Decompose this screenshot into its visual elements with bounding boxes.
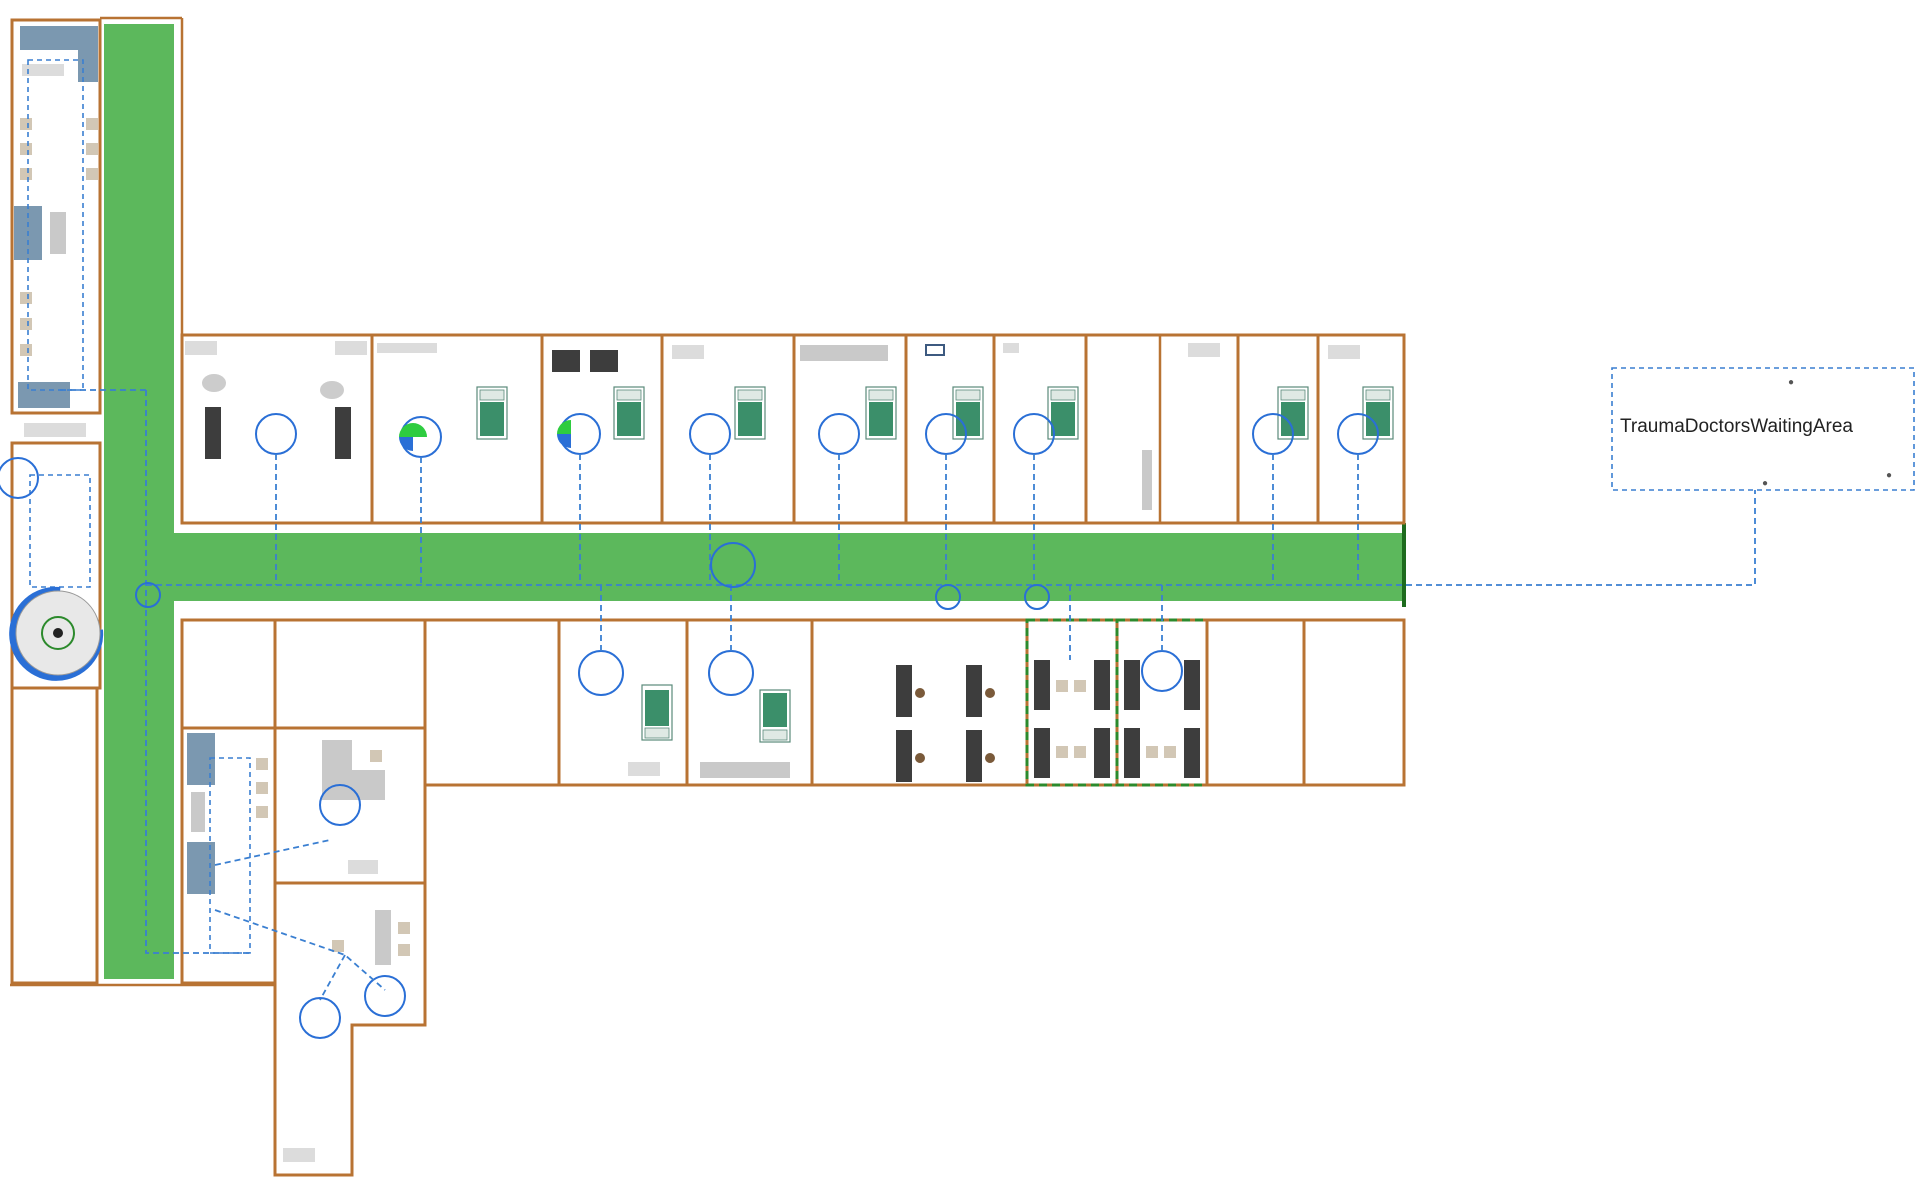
workstation-desks — [896, 665, 995, 782]
room-bottom-2[interactable] — [273, 618, 427, 730]
bed — [1362, 386, 1394, 440]
zone-left-top — [27, 59, 84, 391]
agent-icon: ● — [1762, 478, 1768, 489]
room-bottom-10[interactable] — [1302, 618, 1406, 787]
waypoint-node[interactable] — [319, 784, 361, 826]
bed — [952, 386, 984, 440]
bed — [734, 386, 766, 440]
bed — [1277, 386, 1309, 440]
room-bottom-9[interactable] — [1205, 618, 1306, 787]
vertical-corridor — [104, 24, 174, 979]
agent-icon: ● — [1788, 377, 1794, 388]
waypoint-node[interactable] — [364, 975, 406, 1017]
room-top-8[interactable] — [1084, 333, 1240, 525]
room-top-2[interactable] — [370, 333, 544, 525]
bed — [476, 386, 508, 440]
bed — [865, 386, 897, 440]
waypoint-node[interactable] — [0, 457, 39, 499]
main-corridor — [174, 533, 1404, 601]
bed — [1047, 386, 1079, 440]
room-top-4[interactable] — [660, 333, 796, 525]
bed — [641, 684, 673, 741]
top-row-rooms — [180, 333, 1406, 525]
bottom-row-rooms — [180, 618, 1406, 787]
bed — [759, 689, 791, 743]
bed — [613, 386, 645, 440]
waiting-area-label: TraumaDoctorsWaitingArea — [1620, 416, 1853, 437]
lower-left-rooms — [180, 726, 427, 1177]
room-bottom-1[interactable] — [180, 618, 277, 730]
waypoint-node[interactable] — [710, 542, 756, 588]
left-wing — [0, 16, 280, 987]
room-bottom-5[interactable] — [685, 618, 814, 787]
navigation-paths — [60, 389, 1756, 1001]
room-bottom-3[interactable] — [423, 618, 561, 787]
waypoint-node[interactable] — [299, 997, 341, 1039]
agent-icon: ● — [1886, 470, 1892, 481]
trauma-doctors-waiting-area[interactable]: TraumaDoctorsWaitingArea ● ● ● — [1611, 367, 1915, 491]
room-left-bottom[interactable] — [10, 686, 99, 985]
